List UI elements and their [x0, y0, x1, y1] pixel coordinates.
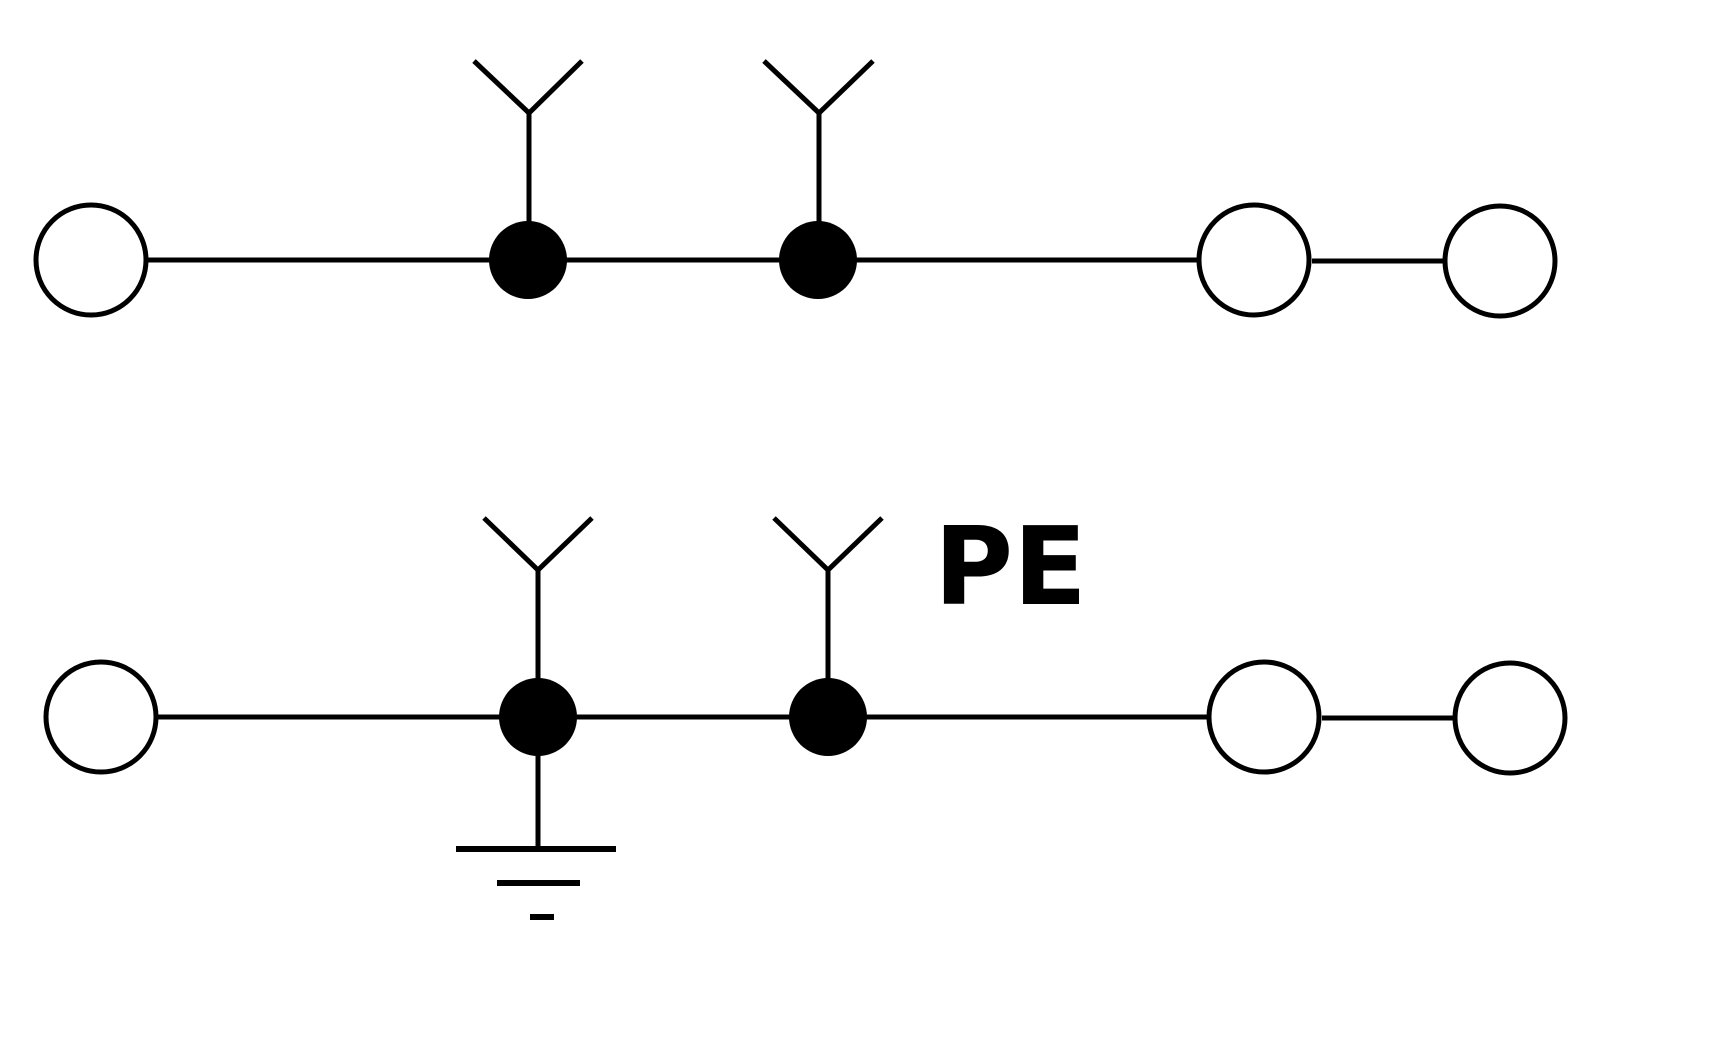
- open-terminal-circle-left: [33, 202, 149, 318]
- open-terminal-circle-right-2: [1452, 660, 1568, 776]
- pe-label: PE: [934, 505, 1087, 630]
- junction-dot: [789, 678, 867, 756]
- open-terminal-circle-left: [43, 659, 159, 775]
- row-pe: PE: [43, 505, 1568, 920]
- open-terminal-circle-right-1: [1206, 659, 1322, 775]
- open-terminal-circle-right-2: [1442, 203, 1558, 319]
- junction-dot: [499, 678, 577, 756]
- open-terminal-circle-right-1: [1196, 202, 1312, 318]
- junction-dot: [779, 221, 857, 299]
- junction-dot: [489, 221, 567, 299]
- row-standard: [33, 59, 1558, 319]
